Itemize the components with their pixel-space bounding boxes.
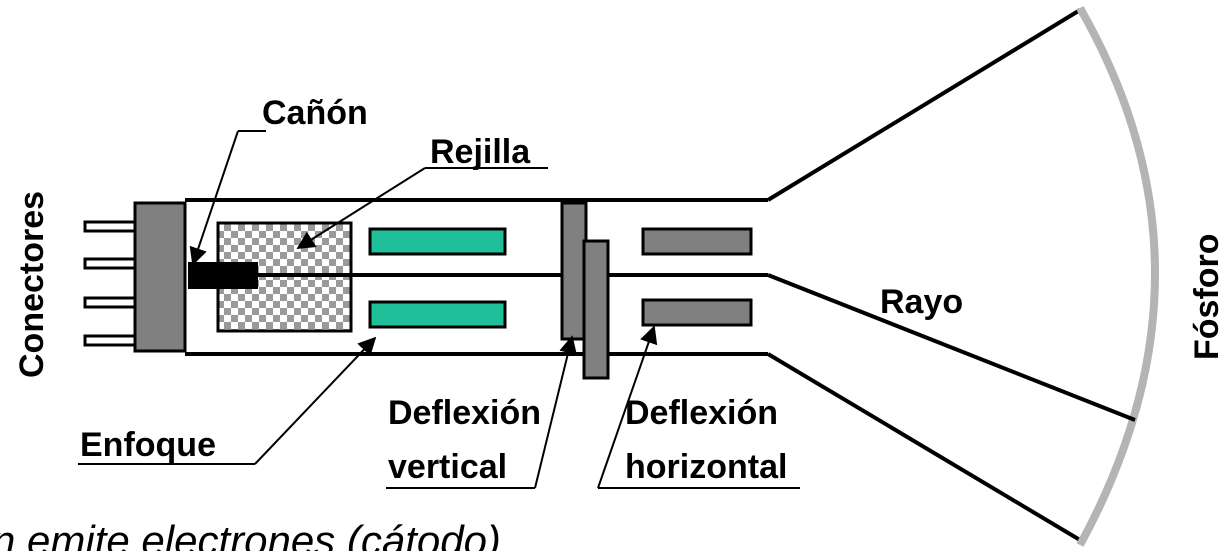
pointer-deflexion-vertical (534, 335, 577, 489)
connector-pins (83, 220, 137, 347)
funnel-upper-edge (766, 8, 1082, 202)
beam-deflected (767, 273, 1136, 422)
focus-plate-top (368, 227, 507, 256)
vertical-deflection-plate-1 (560, 201, 588, 341)
label-fosforo: Fósforo (1188, 233, 1226, 360)
connector-pin (83, 220, 137, 233)
pointer-canon-arrow (189, 130, 239, 266)
label-canon: Cañón (262, 94, 368, 132)
label-deflexion-vertical-2: vertical (388, 448, 507, 486)
focus-plate-bottom (368, 300, 507, 329)
pointer-enfoque (254, 336, 377, 465)
caption-text: n emite electrones (cátodo) (0, 517, 501, 551)
horizontal-deflection-plate-top (641, 227, 753, 256)
funnel-lower-edge (766, 352, 1082, 542)
phosphor-screen (1076, 6, 1159, 547)
label-deflexion-horizontal-2: horizontal (625, 448, 787, 486)
electron-gun (188, 262, 258, 289)
vertical-deflection-plate-2 (582, 239, 610, 380)
pointer-deflexion-horizontal (597, 325, 658, 489)
horizontal-deflection-plate-bottom (641, 298, 753, 327)
label-rejilla: Rejilla (430, 133, 531, 171)
pointer-rejilla (296, 167, 426, 249)
label-conectores: Conectores (13, 191, 51, 378)
connector-pin (83, 257, 137, 270)
label-enfoque: Enfoque (80, 426, 216, 464)
connector-block (133, 201, 187, 353)
label-rayo: Rayo (880, 283, 963, 321)
label-deflexion-horizontal-1: Deflexión (625, 394, 778, 432)
label-deflexion-vertical-1: Deflexión (388, 394, 541, 432)
connector-pin (83, 334, 137, 347)
connector-pin (83, 296, 137, 309)
